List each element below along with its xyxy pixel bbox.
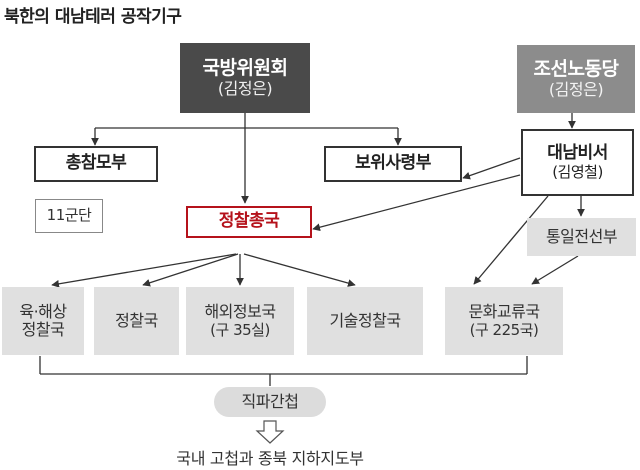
arrow-front-to-cultural [531, 255, 579, 285]
node-recon-bureau-label: 정찰총국 [218, 211, 280, 232]
node-tech-recon-label: 기술정찰국 [329, 310, 401, 330]
node-security-command: 보위사령부 [324, 146, 462, 182]
node-cultural-label: 문화교류국 [468, 302, 540, 322]
arrow-secretary-to-recon [312, 174, 521, 232]
node-south-affairs-secretary: 대남비서 (김영철) [521, 129, 634, 196]
node-security-command-label: 보위사령부 [355, 153, 431, 174]
node-cultural-exchange: 문화교류국 (구 225국) [445, 287, 563, 355]
down-arrow-icon [255, 420, 285, 444]
node-overseas-intel: 해외정보국 (구 35실) [186, 287, 294, 355]
arrow-secretary-to-security [462, 157, 521, 180]
arrow-secretary-to-cultural [473, 195, 549, 285]
node-reconnaissance-bureau: 정찰총국 [186, 206, 312, 238]
node-direct-espionage-label: 직파간첩 [241, 391, 299, 411]
node-corps-11: 11군단 [35, 199, 103, 233]
node-direct-espionage: 직파간첩 [214, 387, 326, 417]
arrow-to-recon [142, 253, 239, 287]
node-recon-label: 정찰국 [115, 310, 158, 330]
node-workers-party-label: 조선노동당 [533, 57, 619, 80]
bottom-caption: 국내 고첩과 종북 지하지도부 [176, 449, 364, 468]
node-workers-party-sub: (김정은) [548, 79, 604, 99]
node-secretary-label: 대남비서 [547, 143, 608, 164]
node-land-sea-recon: 육·해상 정찰국 [2, 287, 84, 355]
node-general-staff: 총참모부 [34, 146, 158, 182]
node-land-sea-label-2: 정찰국 [21, 320, 65, 339]
node-general-staff-label: 총참모부 [65, 153, 127, 174]
node-land-sea-label-1: 육·해상 [19, 301, 67, 321]
node-defense-commission-sub: (김정은) [217, 78, 273, 98]
node-recon: 정찰국 [94, 287, 179, 355]
node-cultural-sub: (구 225국) [469, 320, 539, 339]
node-overseas-sub: (구 35실) [210, 320, 270, 339]
arrow-to-tech [243, 253, 356, 287]
node-unification-front-label: 통일전선부 [545, 226, 618, 246]
node-unification-front: 통일전선부 [527, 218, 636, 256]
diagram-title: 북한의 대남테러 공작기구 [4, 7, 182, 27]
node-overseas-label: 해외정보국 [204, 302, 276, 322]
node-corps-11-label: 11군단 [46, 206, 92, 225]
node-workers-party: 조선노동당 (김정은) [517, 45, 635, 113]
node-secretary-sub: (김영철) [552, 162, 603, 181]
arrow-to-land-sea [51, 253, 237, 288]
node-defense-commission: 국방위원회 (김정은) [180, 43, 310, 113]
node-defense-commission-label: 국방위원회 [202, 56, 288, 79]
node-tech-recon: 기술정찰국 [307, 287, 423, 355]
